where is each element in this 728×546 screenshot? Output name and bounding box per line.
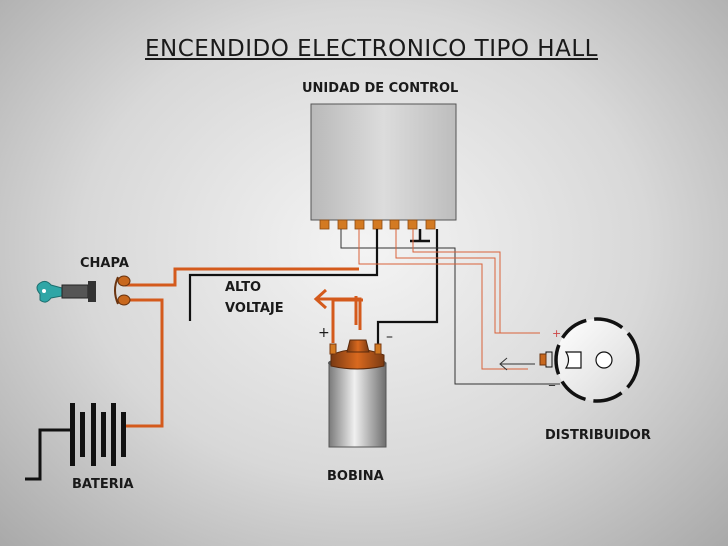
- control-unit-label: UNIDAD DE CONTROL: [302, 81, 459, 96]
- coil-negative-sign: –: [386, 329, 393, 345]
- high-voltage-arrow: [313, 288, 362, 330]
- battery: [25, 403, 150, 481]
- distributor-positive-sign: +: [552, 327, 562, 340]
- hall-sensor-wires: [358, 229, 540, 370]
- coil-label: BOBINA: [327, 469, 384, 484]
- coil-positive-sign: +: [318, 325, 330, 341]
- battery-label: BATERIA: [72, 477, 134, 492]
- ignition-switch-label: CHAPA: [80, 256, 129, 271]
- signal-arrow: [499, 357, 535, 371]
- high-voltage-label-line1: ALTO: [225, 280, 262, 295]
- ignition-coil: [328, 339, 387, 448]
- black-wire: [376, 229, 439, 344]
- orange-power-wire: [125, 267, 363, 428]
- distributor-label: DISTRIBUIDOR: [545, 428, 651, 443]
- control-feed-wire: [188, 229, 379, 321]
- control-unit-terminals: [319, 219, 436, 230]
- distributor-ground-wire: [340, 229, 560, 385]
- high-voltage-label-line2: VOLTAJE: [225, 301, 284, 316]
- distributor: [539, 317, 640, 403]
- ignition-switch: [36, 275, 131, 306]
- control-unit: [310, 103, 457, 230]
- diagram-title: ENCENDIDO ELECTRONICO TIPO HALL: [145, 36, 598, 62]
- distributor-negative-sign: _: [549, 372, 555, 386]
